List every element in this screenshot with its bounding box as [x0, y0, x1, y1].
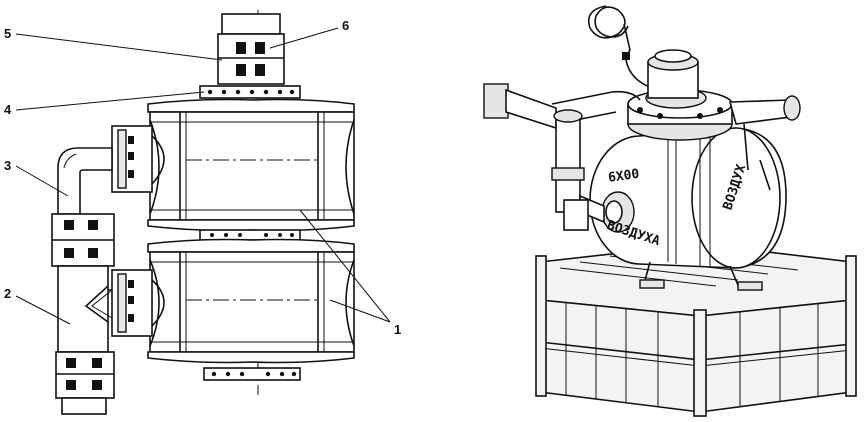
upper-drum: [148, 100, 354, 231]
flange-plate-middle: [200, 230, 300, 240]
perspective-illustration: 6X00 ВОЗДУХА ВОЗДУХ: [484, 6, 856, 416]
wooden-crate: [536, 244, 856, 416]
pipe-coupling-bottom: [56, 352, 114, 414]
top-motor: [628, 50, 732, 140]
cross-section-drawing: 5 6 4 3 2 1: [4, 10, 401, 414]
pipe-coupling: [52, 214, 114, 266]
top-coupling: [218, 14, 284, 84]
pipe-elbow-3: [58, 148, 112, 214]
power-cable: [589, 6, 652, 88]
callout-2: 2: [4, 286, 11, 301]
pipe-branch-2: [58, 266, 112, 352]
callout-1: 1: [394, 322, 401, 337]
callout-6: 6: [342, 18, 349, 33]
callout-5: 5: [4, 26, 11, 41]
callout-3: 3: [4, 158, 11, 173]
lower-drum: [148, 240, 354, 363]
callout-4: 4: [4, 102, 12, 117]
flange-plate-top: [200, 86, 300, 98]
flange-plate-bottom: [204, 368, 300, 380]
